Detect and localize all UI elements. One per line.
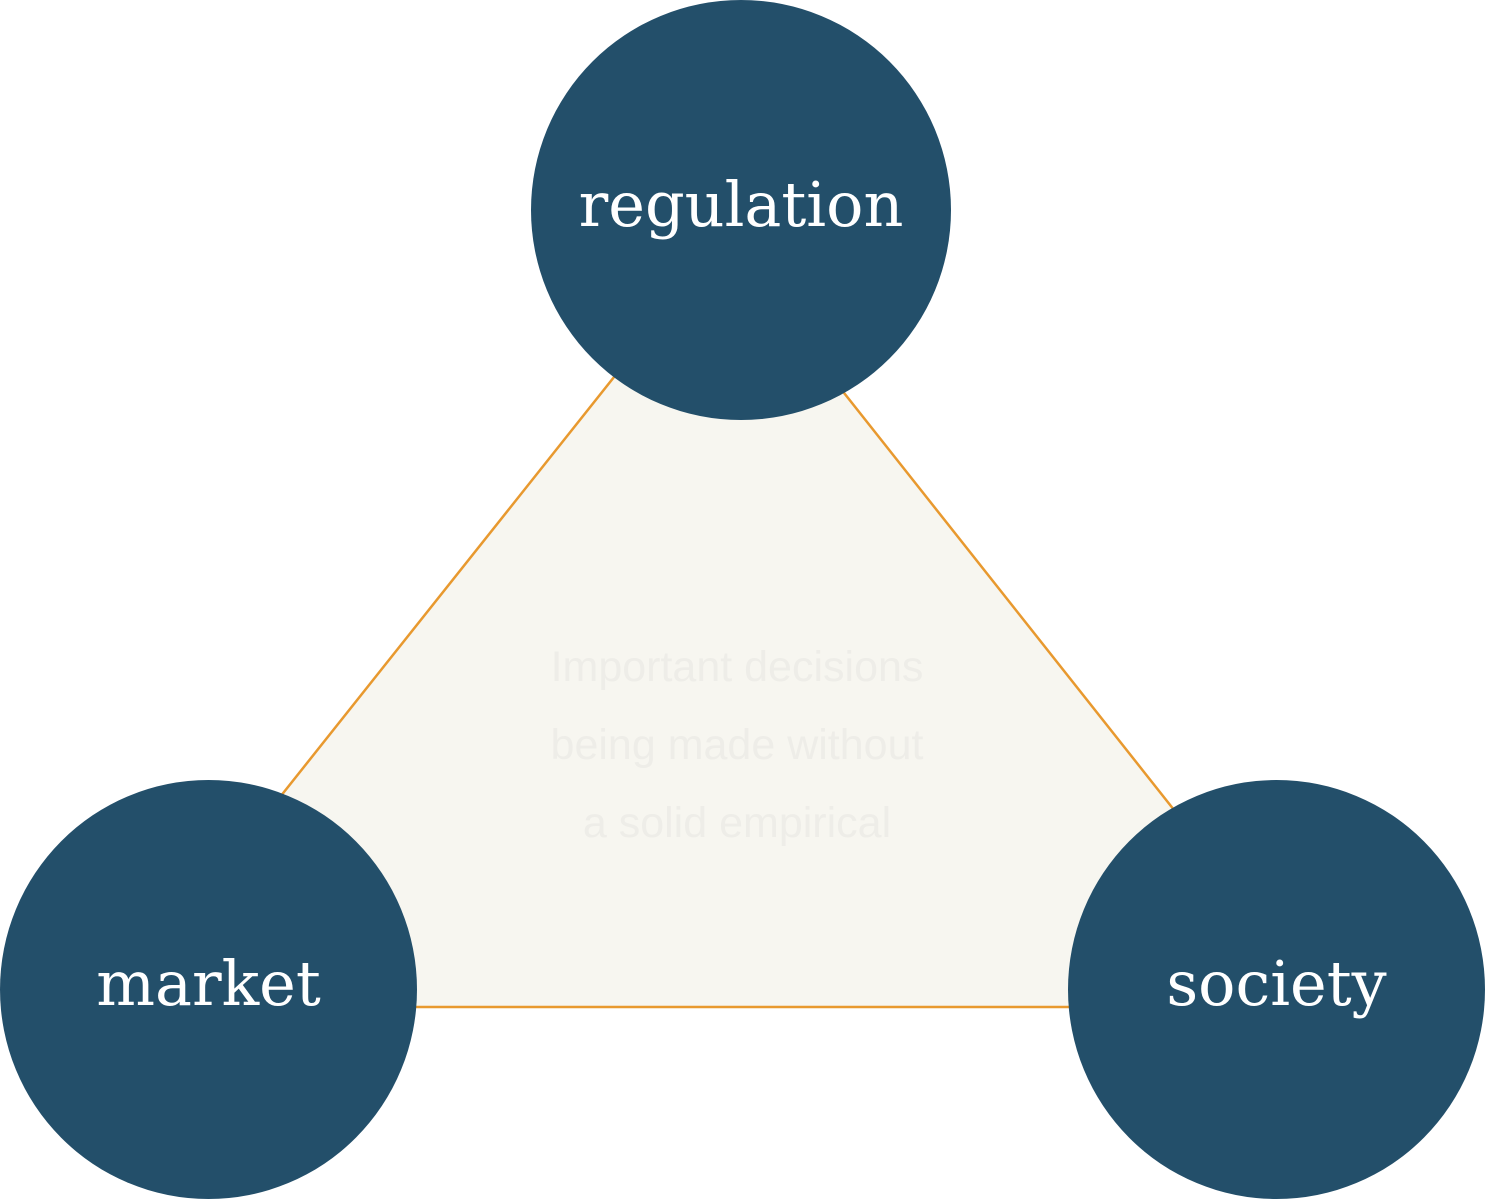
node-market: market <box>0 780 417 1199</box>
node-regulation: regulation <box>531 0 951 420</box>
node-label-market: market <box>96 947 321 1020</box>
node-society: society <box>1068 780 1485 1199</box>
center-caption-line: Important decisions <box>550 643 924 691</box>
node-label-society: society <box>1166 947 1387 1020</box>
center-caption-line: a solid empirical <box>582 799 892 847</box>
node-label-regulation: regulation <box>578 167 904 241</box>
center-caption: Important decisions being made without a… <box>487 628 987 862</box>
center-caption-line: being made without <box>550 721 924 769</box>
connecting-triangle <box>110 237 1333 1009</box>
